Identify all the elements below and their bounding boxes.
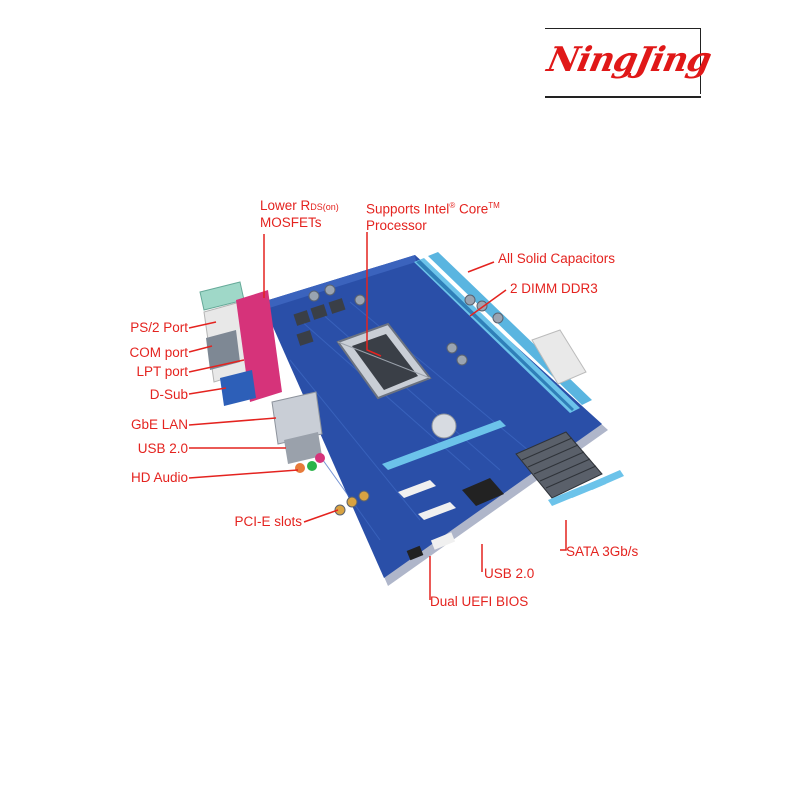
com-port <box>206 330 240 370</box>
label-com: COM port <box>129 345 188 360</box>
cpu-lever <box>337 341 431 379</box>
front-usb-header <box>430 532 456 550</box>
lan-usb-stack <box>271 391 323 445</box>
label-mosfets-subscript: DS(on) <box>310 202 339 212</box>
pcie-slot-x16 <box>382 420 506 470</box>
label-mosfets-text: Lower R <box>260 198 311 213</box>
chipset-heatsink <box>515 431 603 499</box>
label-mosfets: Lower RDS(on) MOSFETs <box>260 198 339 231</box>
logo-underline <box>545 96 701 98</box>
label-dimm: 2 DIMM DDR3 <box>510 281 598 296</box>
heatsink-fins <box>521 437 597 489</box>
label-audio: HD Audio <box>130 470 188 485</box>
atx-power-connector <box>531 329 587 385</box>
io-chip <box>462 478 504 506</box>
callout-lines <box>188 232 567 600</box>
label-cpu-line2: Processor <box>366 217 427 233</box>
label-usb-front: USB 2.0 <box>484 566 535 581</box>
label-capacitors: All Solid Capacitors <box>498 251 616 266</box>
label-sata: SATA 3Gb/s <box>566 544 639 559</box>
pcie-slot-x1-b <box>418 502 456 520</box>
label-ps2: PS/2 Port <box>130 320 188 335</box>
dsub-port <box>220 370 256 406</box>
label-usb-back: USB 2.0 <box>137 441 188 456</box>
pcb-edge <box>262 255 416 309</box>
label-pcie: PCI-E slots <box>234 514 302 529</box>
label-bios: Dual UEFI BIOS <box>430 594 529 609</box>
sata-ports <box>548 470 624 506</box>
usb-rear-ports <box>284 432 322 464</box>
logo-frame <box>545 28 701 94</box>
bios-chip <box>406 545 424 561</box>
label-cpu-tm: TM <box>488 201 500 210</box>
label-cpu-text: Supports Intel <box>366 201 450 217</box>
label-lan: GbE LAN <box>130 417 188 432</box>
label-mosfets-line2: MOSFETs <box>260 215 322 230</box>
cmos-battery <box>431 413 457 439</box>
solid-capacitors <box>308 284 504 516</box>
label-dsub: D-Sub <box>149 387 188 402</box>
pcie-slot-x1-a <box>398 480 436 498</box>
label-cpu-reg: ® <box>449 201 456 210</box>
label-lpt: LPT port <box>136 364 188 379</box>
vrm-chokes <box>293 298 346 346</box>
label-cpu-support: Supports Intel® CoreTM Processor <box>366 198 500 234</box>
dimm-slot-1-shade <box>416 260 574 411</box>
cpu-socket-center <box>352 334 418 390</box>
label-cpu-core: Core <box>455 201 489 217</box>
